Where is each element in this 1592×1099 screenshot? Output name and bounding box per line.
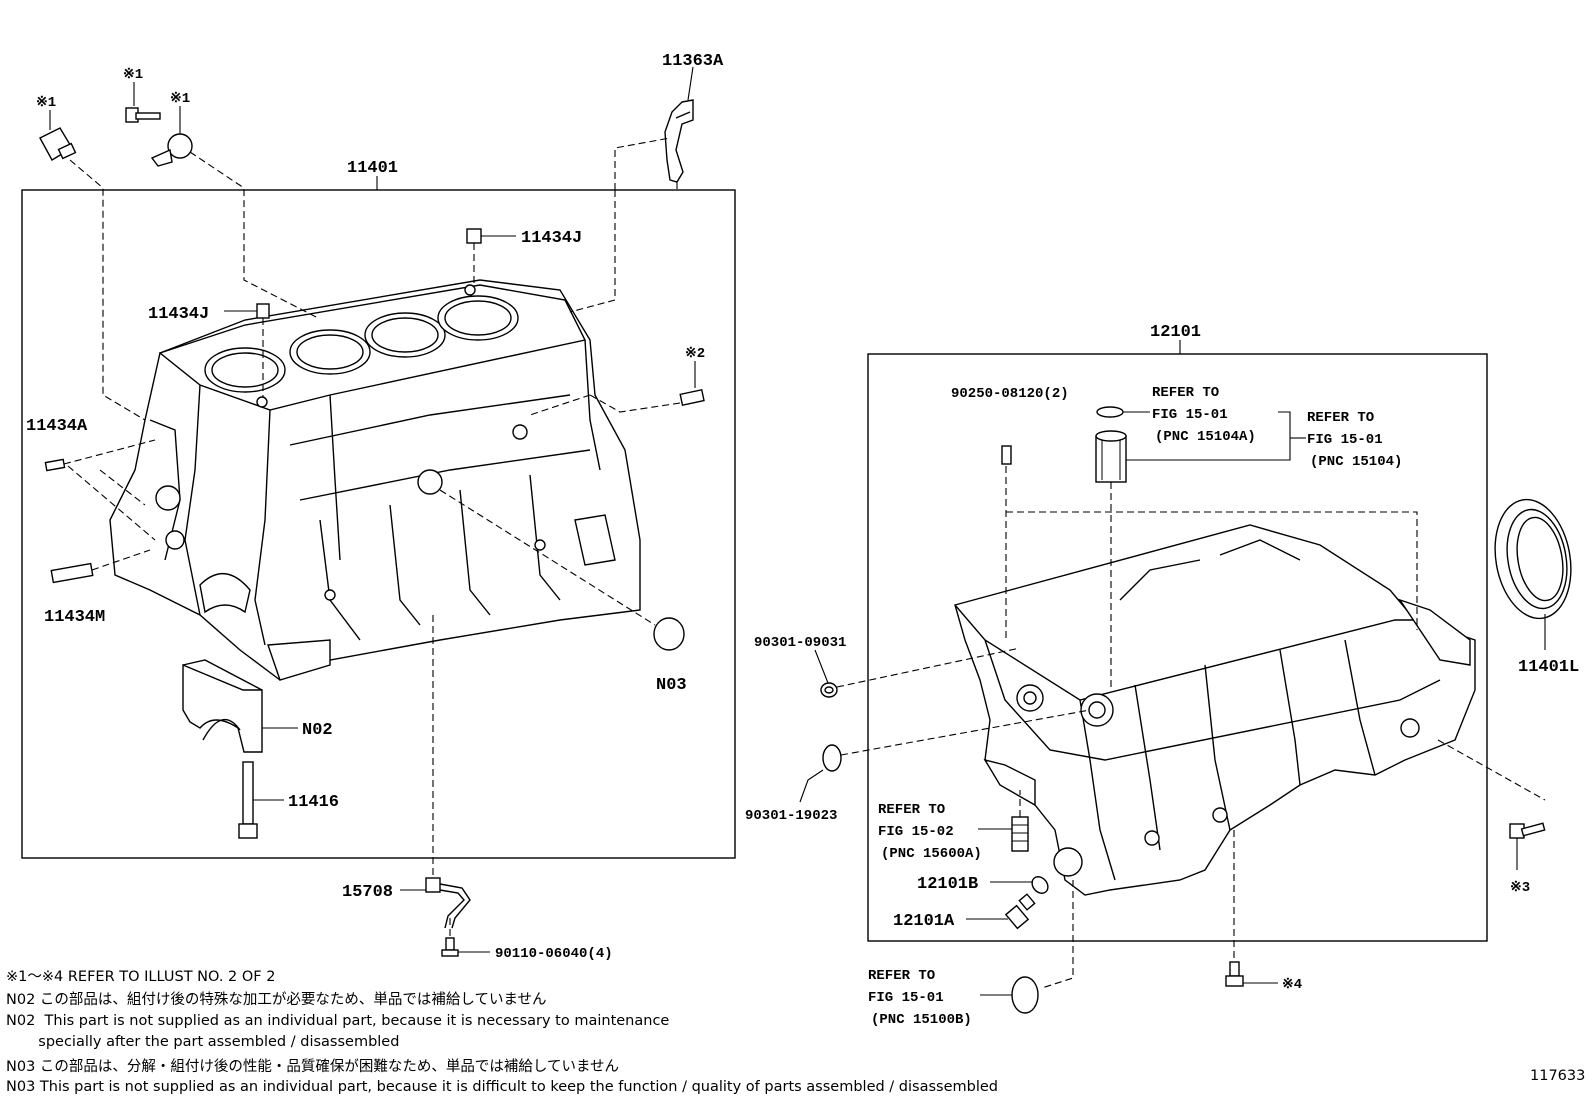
refer4-line2[interactable]: FIG 15-01 (868, 990, 944, 1006)
note-line-6: N03 This part is not supplied as an indi… (6, 1079, 998, 1095)
note-line-4: specially after the part assembled / dis… (6, 1034, 399, 1050)
part-11401L-label[interactable]: 11401L (1518, 658, 1579, 677)
bolt-x4-part[interactable] (1225, 961, 1244, 987)
x1-label-c: ※1 (170, 91, 190, 107)
part-11416-label[interactable]: 11416 (288, 793, 339, 812)
crank-position-sensor-part[interactable] (150, 133, 193, 167)
o-ring-15104A[interactable] (1096, 406, 1124, 418)
part-12101A-label[interactable]: 12101A (893, 912, 955, 931)
part-11434A-label[interactable]: 11434A (26, 417, 88, 436)
knock-sensor-part[interactable] (39, 127, 77, 161)
bolt-x3-part[interactable] (1509, 822, 1546, 839)
x1-label-a: ※1 (36, 95, 56, 111)
part-N02-label[interactable]: N02 (302, 721, 333, 740)
cylinder-block-frame (21, 189, 736, 859)
part-11434J-top-label[interactable]: 11434J (521, 229, 582, 248)
part-90110-06040-bolt[interactable] (441, 937, 459, 957)
part-N03-plug[interactable] (653, 617, 685, 651)
part-11363A-bracket[interactable] (664, 99, 694, 183)
x4-label: ※4 (1282, 977, 1302, 993)
part-12101B-label[interactable]: 12101B (917, 875, 978, 894)
refer2-line3[interactable]: (PNC 15104) (1310, 454, 1402, 470)
part-11434M-pin[interactable] (50, 562, 94, 584)
part-90301-09031-label[interactable]: 90301-09031 (754, 635, 846, 651)
part-11434J-left-dowel[interactable] (256, 303, 270, 319)
illustration-number: 117633 (1530, 1068, 1585, 1084)
part-11416-bolt[interactable] (238, 761, 258, 839)
x2-label: ※2 (685, 346, 705, 362)
note-line-2: N02 この部品は、組付け後の特殊な加工が必要なため、単品では補給していません (6, 991, 547, 1008)
part-90250-08120-label[interactable]: 90250-08120(2) (951, 386, 1069, 402)
part-11434A-pin[interactable] (44, 458, 66, 472)
refer1-line2[interactable]: FIG 15-01 (1152, 407, 1228, 423)
bolt-x1-part[interactable] (125, 107, 161, 123)
cylinder-block-illustration[interactable] (109, 279, 641, 681)
pin-x2-part[interactable] (679, 388, 705, 406)
part-11434M-label[interactable]: 11434M (44, 608, 105, 627)
part-12101B-gasket[interactable] (1029, 874, 1051, 897)
oil-pan-frame (867, 353, 1488, 942)
refer1-line3[interactable]: (PNC 15104A) (1155, 429, 1256, 445)
refer3-line1[interactable]: REFER TO (878, 802, 945, 818)
refer4-line3[interactable]: (PNC 15100B) (871, 1012, 972, 1028)
part-12101-label[interactable]: 12101 (1150, 323, 1201, 342)
part-90250-08120-pin[interactable] (1001, 445, 1012, 465)
refer3-line2[interactable]: FIG 15-02 (878, 824, 954, 840)
part-90110-06040-label[interactable]: 90110-06040(4) (495, 946, 613, 962)
part-15708-label[interactable]: 15708 (342, 883, 393, 902)
oring-15100B[interactable] (1011, 976, 1039, 1014)
refer3-line3[interactable]: (PNC 15600A) (881, 846, 982, 862)
x3-label: ※3 (1510, 880, 1530, 896)
oil-pan-illustration[interactable] (954, 524, 1476, 896)
part-11434J-left-label[interactable]: 11434J (148, 305, 209, 324)
refer2-line2[interactable]: FIG 15-01 (1307, 432, 1383, 448)
part-11363A-label[interactable]: 11363A (662, 52, 724, 71)
x1-label-b: ※1 (123, 67, 143, 83)
refer4-line1[interactable]: REFER TO (868, 968, 935, 984)
part-90301-09031-ring[interactable] (820, 682, 838, 698)
part-N03-label[interactable]: N03 (656, 676, 687, 695)
part-11434J-top-dowel[interactable] (466, 228, 482, 244)
part-12101A-drain-plug[interactable] (1004, 893, 1036, 930)
part-N02-bearing-cap[interactable] (182, 659, 263, 753)
refer2-line1[interactable]: REFER TO (1307, 410, 1374, 426)
part-11401L-oil-seal[interactable] (1486, 493, 1580, 624)
part-90301-19023-label[interactable]: 90301-19023 (745, 808, 837, 824)
note-line-1: ※1～※4 REFER TO ILLUST NO. 2 OF 2 (6, 969, 275, 985)
refer1-line1[interactable]: REFER TO (1152, 385, 1219, 401)
part-11401-label[interactable]: 11401 (347, 159, 398, 178)
oil-filter-union-15600A[interactable] (1011, 816, 1029, 852)
part-15708-oil-jet[interactable] (425, 877, 471, 929)
oil-strainer-15104[interactable] (1095, 430, 1127, 483)
part-90301-19023-oring[interactable] (822, 744, 842, 772)
note-line-5: N03 この部品は、分解・組付け後の性能・品質確保が困難なため、単品では補給して… (6, 1057, 619, 1075)
note-line-3: N02 This part is not supplied as an indi… (6, 1013, 669, 1029)
